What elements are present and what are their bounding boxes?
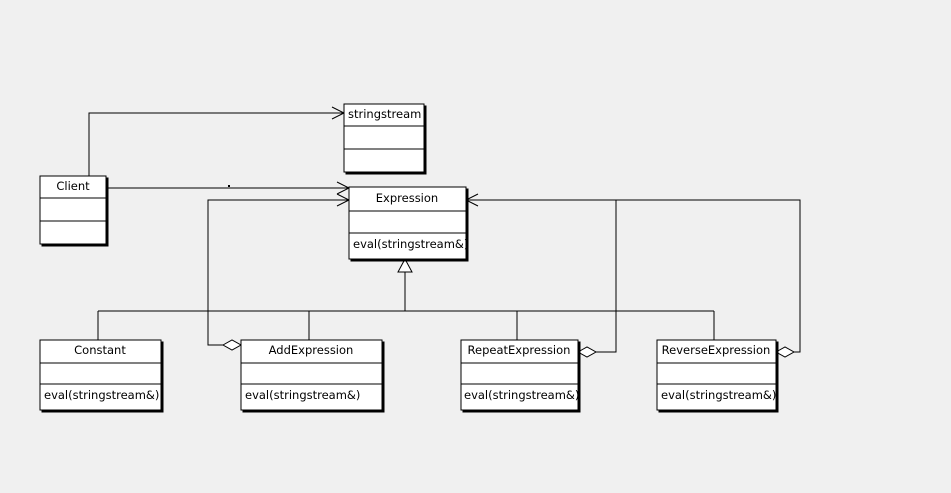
generalization-triangle [397,257,413,273]
class-name-reverseexpression: ReverseExpression [662,343,771,357]
diamond-repeatexpression [576,346,598,358]
operation-expression: eval(stringstream&) [353,237,468,251]
class-expression[interactable] [348,186,467,260]
class-name-stringstream: stringstream [348,107,421,121]
aggregation-addexpression-expression [207,199,349,346]
class-name-client: Client [56,179,90,193]
class-name-expression: Expression [376,191,438,205]
class-constant[interactable] [39,339,162,411]
class-name-repeatexpression: RepeatExpression [468,343,571,357]
class-addexpression[interactable] [240,339,383,411]
class-name-constant: Constant [74,343,126,357]
class-name-addexpression: AddExpression [269,343,354,357]
aggregation-reverseexpression-expression [466,199,801,353]
association-client-stringstream [88,112,344,176]
class-repeatexpression[interactable] [460,339,579,411]
operation-repeatexpression: eval(stringstream&) [464,388,579,402]
operation-constant: eval(stringstream&) [44,388,159,402]
class-reverseexpression[interactable] [656,339,777,411]
operation-addexpression: eval(stringstream&) [245,388,360,402]
class-stringstream[interactable] [343,103,425,173]
stray-dot [228,185,230,187]
operation-reverseexpression: eval(stringstream&) [661,388,776,402]
aggregation-repeatexpression-expression [466,199,617,353]
diamond-addexpression [221,339,243,351]
class-client[interactable] [39,175,107,245]
connectors [88,106,801,358]
diamond-reverseexpression [774,346,796,358]
